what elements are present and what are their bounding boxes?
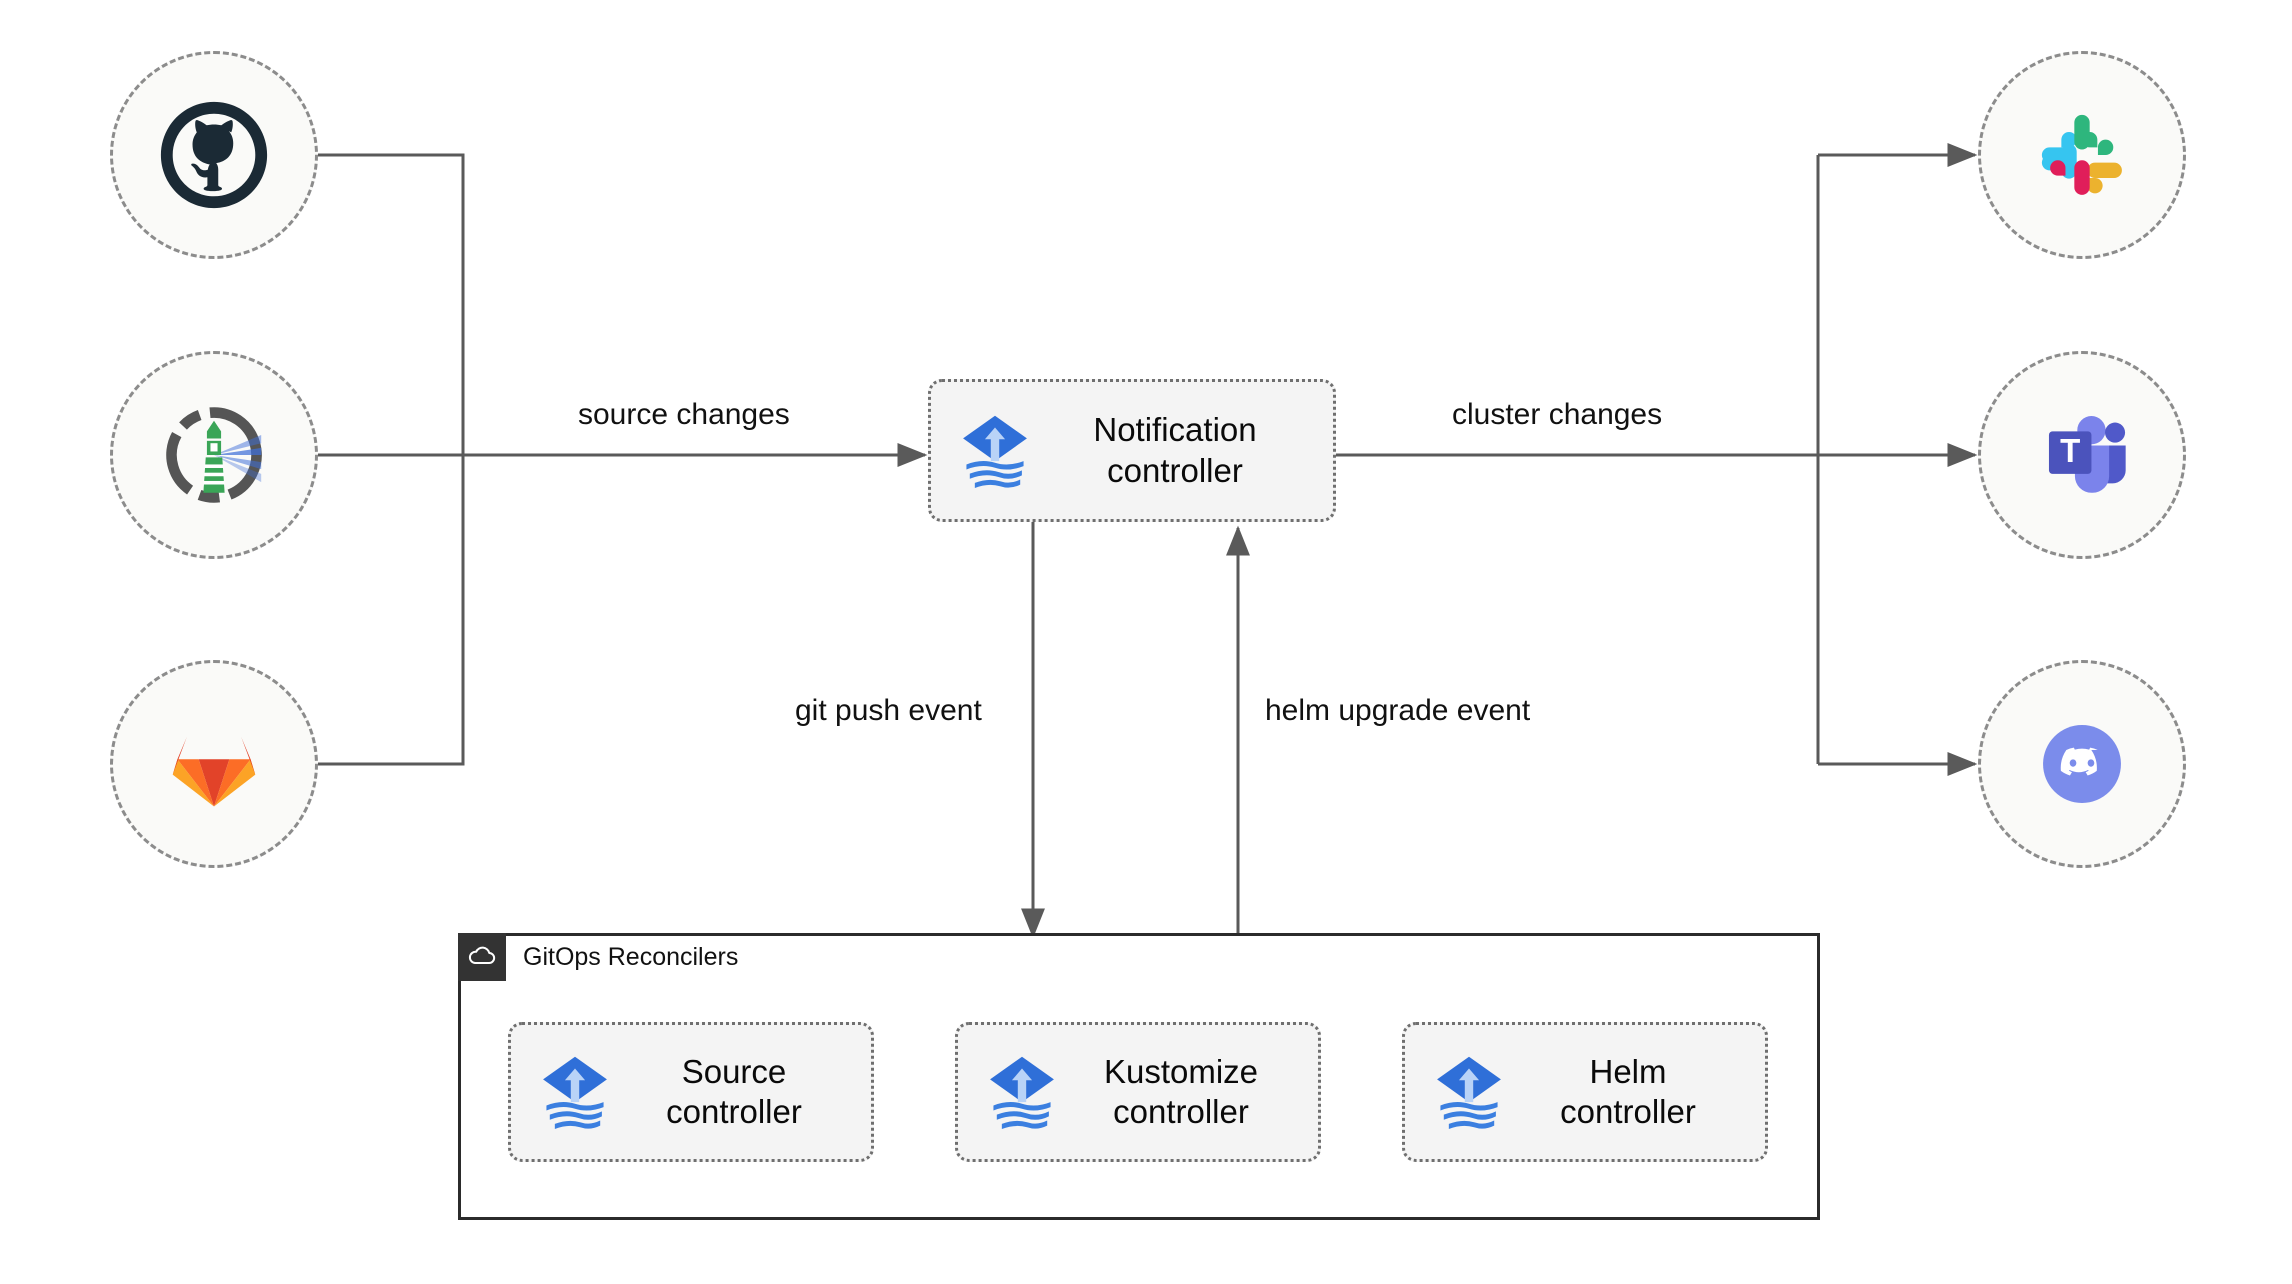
cloud-icon [468, 946, 496, 965]
edge-label-cluster-changes: cluster changes [1442, 398, 1673, 432]
gitops-reconcilers-title: GitOps Reconcilers [523, 942, 739, 971]
source-node-flux[interactable] [110, 351, 318, 559]
helm-controller-box[interactable]: Helm controller [1402, 1022, 1768, 1162]
kustomize-controller-box[interactable]: Kustomize controller [955, 1022, 1321, 1162]
notification-controller-label: Notification controller [1093, 411, 1257, 489]
slack-icon [2041, 114, 2122, 195]
microsoft-teams-icon: T [2048, 416, 2126, 493]
target-node-teams[interactable]: T [1978, 351, 2186, 559]
gitops-reconcilers-header: GitOps Reconcilers [458, 933, 738, 981]
source-controller-box[interactable]: Source controller [508, 1022, 874, 1162]
source-controller-label: Source controller [666, 1052, 802, 1130]
flux-icon [543, 1056, 607, 1129]
target-node-discord[interactable] [1978, 660, 2186, 868]
edge-label-source-changes: source changes [568, 398, 800, 432]
flux-lighthouse-icon [166, 407, 262, 503]
kustomize-controller-label: Kustomize controller [1103, 1052, 1259, 1130]
edge-label-git-push-event: git push event [785, 694, 992, 728]
source-node-gitlab[interactable] [110, 660, 318, 868]
gitlab-icon [172, 736, 256, 807]
cloud-icon-badge [458, 933, 506, 981]
edge-label-helm-upgrade-event: helm upgrade event [1255, 694, 1541, 728]
flux-icon [1437, 1056, 1501, 1129]
github-icon [160, 101, 268, 209]
left-bus-line [318, 153, 465, 766]
flux-icon [990, 1056, 1054, 1129]
target-node-slack[interactable] [1978, 51, 2186, 259]
helm-controller-label: Helm controller [1560, 1052, 1696, 1130]
flux-icon [963, 415, 1027, 488]
source-node-github[interactable] [110, 51, 318, 259]
discord-icon [2043, 725, 2121, 803]
notification-controller-box[interactable]: Notification controller [928, 379, 1336, 522]
svg-text:T: T [2060, 432, 2080, 469]
